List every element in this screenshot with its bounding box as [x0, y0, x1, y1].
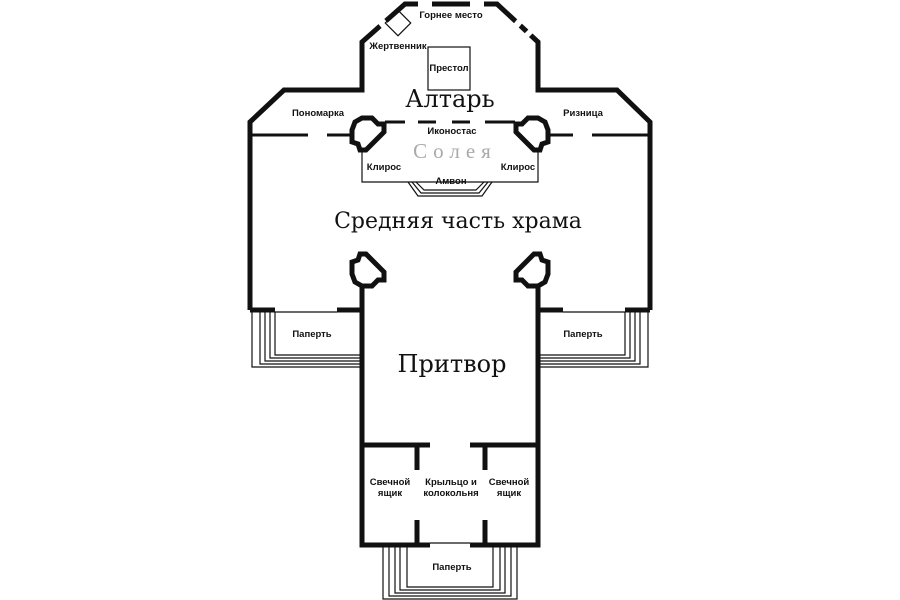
- zhertvennik-table: [384, 9, 412, 37]
- narthex-partitions: [362, 442, 538, 545]
- label-svechnoy-left-2: ящик: [378, 488, 402, 499]
- label-svechnoy-left-1: Свечной: [370, 477, 411, 488]
- ambon-steps: [407, 181, 493, 197]
- label-paperть-bottom: Паперть: [432, 562, 471, 573]
- pritvor-walls: [359, 286, 541, 548]
- label-zhertvennik: Жертвенник: [368, 41, 427, 52]
- label-ponomarka: Пономарка: [292, 108, 345, 119]
- label-gornee: Горнее место: [419, 10, 482, 21]
- apse-windows: [377, 0, 534, 38]
- iconostasis-line: [252, 120, 648, 137]
- right-porch-steps: [538, 312, 649, 368]
- label-soleya: Солея: [413, 139, 497, 163]
- label-altar: Алтарь: [405, 85, 494, 113]
- label-riznitsa: Ризница: [563, 108, 603, 119]
- soleya-outline: [361, 150, 539, 183]
- label-prestol: Престол: [429, 63, 468, 74]
- apse-wall: [247, 1, 653, 310]
- label-middle: Средняя часть храма: [334, 209, 582, 234]
- pillars: [349, 115, 551, 289]
- label-ikonostas: Иконостас: [427, 126, 476, 137]
- left-porch-steps: [251, 312, 362, 368]
- label-pritvor: Притвор: [398, 350, 507, 378]
- label-svechnoy-right-1: Свечной: [489, 477, 530, 488]
- label-kliros-left: Клирос: [367, 162, 401, 173]
- label-svechnoy-right-2: ящик: [497, 488, 521, 499]
- prestol-table: [427, 46, 471, 91]
- label-ambon: Амвон: [435, 176, 466, 187]
- label-paperть-left: Паперть: [292, 329, 331, 340]
- bottom-porch-steps: [382, 545, 518, 600]
- label-kryltso-1: Крыльцо и: [425, 477, 477, 488]
- label-paperть-right: Паперть: [563, 329, 602, 340]
- label-kryltso-2: колокольня: [423, 488, 478, 499]
- label-kliros-right: Клирос: [501, 162, 535, 173]
